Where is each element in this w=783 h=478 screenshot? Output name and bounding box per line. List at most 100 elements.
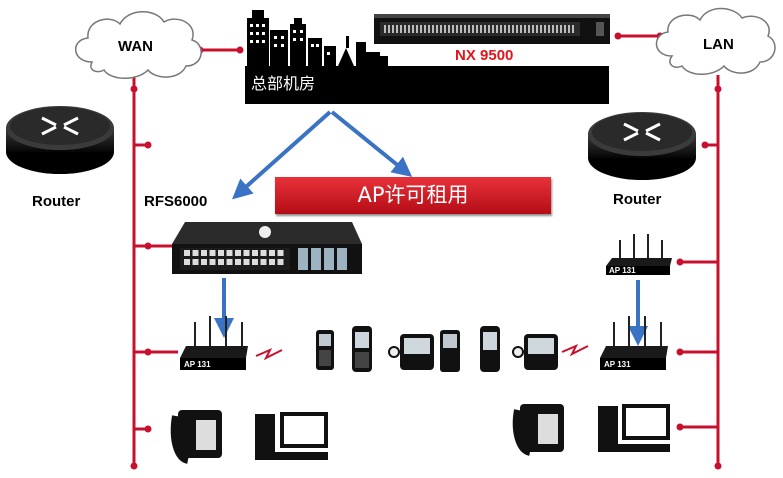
nx9500-vents: [384, 25, 574, 33]
wan-backbone: [132, 75, 178, 468]
nx9500-vent: [520, 25, 522, 33]
nx9500-vent: [392, 25, 394, 33]
lan-cloud: [655, 7, 776, 75]
desktop-computer-icon: [598, 404, 670, 452]
nx9500-vent: [512, 25, 514, 33]
wan-label: WAN: [118, 38, 153, 55]
rfs6000-port: [192, 250, 199, 256]
rfs6000-port: [201, 259, 207, 265]
nx9500-label: NX 9500: [455, 47, 514, 64]
mobile-phone-icon: [440, 330, 460, 372]
router-left-label: Router: [32, 193, 81, 210]
rfs6000-port: [184, 250, 190, 256]
nx9500-vent: [564, 25, 566, 33]
ap-left-label: AP 131: [184, 360, 211, 369]
rfs6000-port: [243, 250, 250, 256]
nx9500-vent: [448, 25, 450, 33]
rfs6000-port: [184, 259, 190, 265]
wireless-link-icon: [255, 348, 283, 361]
nx9500-vent: [540, 25, 542, 33]
rfs6000-port: [252, 259, 258, 265]
lan-label: LAN: [703, 36, 734, 53]
rfs6000-ports: [184, 250, 284, 265]
nx9500-vent: [468, 25, 470, 33]
nx9500-vent: [488, 25, 490, 33]
mobile-phone-icon: [352, 326, 372, 372]
rfs6000-label: RFS6000: [144, 193, 208, 210]
nx9500-vent: [548, 25, 550, 33]
nx9500-vent: [528, 25, 530, 33]
mobile-phone-icon: [480, 326, 500, 372]
rfs6000-port: [269, 250, 275, 256]
rfs6000-port: [260, 250, 267, 256]
nx9500-vent: [460, 25, 462, 33]
wireless-link-icon: [561, 344, 589, 357]
nx9500-vent: [416, 25, 418, 33]
handheld-terminal-icon: [388, 334, 434, 370]
nx9500-vent: [536, 25, 538, 33]
rfs6000-port: [192, 259, 199, 265]
rfs6000-port: [209, 259, 216, 265]
nx9500-vent: [500, 25, 502, 33]
nx9500-vent: [408, 25, 410, 33]
rfs6000-port: [277, 259, 284, 265]
city-windows: [250, 24, 330, 55]
wan-cloud: [75, 11, 202, 79]
nx9500-vent: [516, 25, 518, 33]
access-point-top-right-icon: AP 131: [606, 234, 672, 275]
lan-backbone-dots: [676, 85, 722, 470]
handheld-terminal-icon: [512, 334, 558, 370]
rfs6000-port: [260, 259, 267, 265]
router-left-icon: [6, 106, 114, 174]
nx9500-vent: [420, 25, 422, 33]
rfs6000-port: [201, 250, 207, 256]
ap-right-label: AP 131: [604, 360, 631, 369]
nx9500-vent: [436, 25, 438, 33]
nx9500-vent: [568, 25, 570, 33]
nx9500-vent: [556, 25, 558, 33]
nx9500-vent: [492, 25, 494, 33]
nx9500-vent: [444, 25, 446, 33]
wan-hq-dot-b: [236, 46, 244, 54]
hq-label: 总部机房: [251, 74, 316, 93]
rfs6000-port: [209, 250, 216, 256]
router-right-label: Router: [613, 191, 662, 208]
access-point-left-icon: AP 131: [180, 316, 248, 370]
nx9500-vent: [428, 25, 430, 33]
nx9500-vent: [476, 25, 478, 33]
nx9500-vent: [484, 25, 486, 33]
ap-top-right-label: AP 131: [609, 266, 636, 275]
wan-backbone-dots: [130, 85, 152, 470]
desktop-computer-icon: [255, 412, 328, 460]
desk-phone-icon: [512, 404, 564, 456]
nx9500-vent: [560, 25, 562, 33]
router-right-icon: [588, 112, 696, 180]
rfs6000-switch-icon: [172, 222, 362, 274]
nx9500-vent: [404, 25, 406, 33]
nx9500-vent: [480, 25, 482, 33]
nx9500-vent: [452, 25, 454, 33]
nx9500-vent: [544, 25, 546, 33]
mobile-phone-icon: [316, 330, 334, 370]
rfs6000-port: [235, 250, 241, 256]
rfs6000-port: [269, 259, 275, 265]
rfs6000-port: [252, 250, 258, 256]
nx9500-vent: [440, 25, 442, 33]
nx9500-vent: [464, 25, 466, 33]
ap-license-banner: AP许可租用: [275, 177, 551, 214]
nx9500-vent: [532, 25, 534, 33]
nx9500-vent: [412, 25, 414, 33]
city-building-icon: [247, 10, 388, 66]
nx9500-vent: [388, 25, 390, 33]
hq-banner: [245, 66, 609, 104]
nx9500-vent: [396, 25, 398, 33]
nx9500-vent: [524, 25, 526, 33]
distribution-arrows: [214, 110, 648, 346]
nx-lan-dot-a: [614, 32, 622, 40]
nx9500-vent: [508, 25, 510, 33]
rfs6000-port: [226, 250, 233, 256]
nx9500-vent: [400, 25, 402, 33]
nx9500-vent: [456, 25, 458, 33]
nx9500-vent: [472, 25, 474, 33]
